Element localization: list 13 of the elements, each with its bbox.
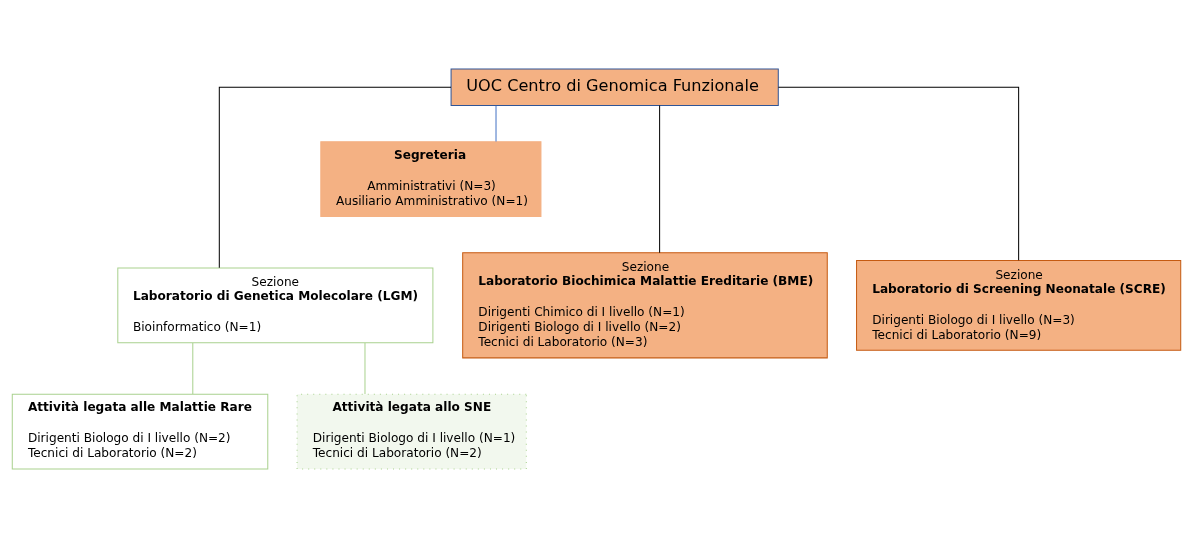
connector — [218, 86, 452, 268]
node-box: Segreteria Amministrativi (N=3) Ausiliario Amministrativo (N=1) — [320, 140, 542, 217]
connector — [364, 341, 366, 394]
connector — [192, 341, 194, 394]
connector — [659, 104, 661, 253]
connector — [495, 104, 497, 142]
node-box: Sezione Laboratorio Biochimica Malattie Ereditarie (BME) Dirigenti Chimico di I livello (N=1) Dirigenti Biologo di I livello (N=2) Tecnici di Laboratorio (N=3) — [462, 251, 828, 358]
node-box: Attività legata alle Malattie Rare Dirigenti Biologo di I livello (N=2) Tecnici di Laboratorio (N=2) — [11, 393, 269, 469]
node-box: Attività legata allo SNE Dirigenti Biologo di I livello (N=1) Tecnici di Laboratorio (N=2) — [296, 393, 527, 469]
connector — [777, 86, 1020, 261]
node-box: UOC Centro di Genomica Funzionale — [450, 68, 779, 106]
node-box: Sezione Laboratorio di Screening Neonatale (SCRE) Dirigenti Biologo di I livello (N=3) Tecnici di Laboratorio (N=9) — [856, 259, 1182, 351]
node-box: Sezione Laboratorio di Genetica Molecolare (LGM) Bioinformatico (N=1) — [117, 267, 434, 343]
